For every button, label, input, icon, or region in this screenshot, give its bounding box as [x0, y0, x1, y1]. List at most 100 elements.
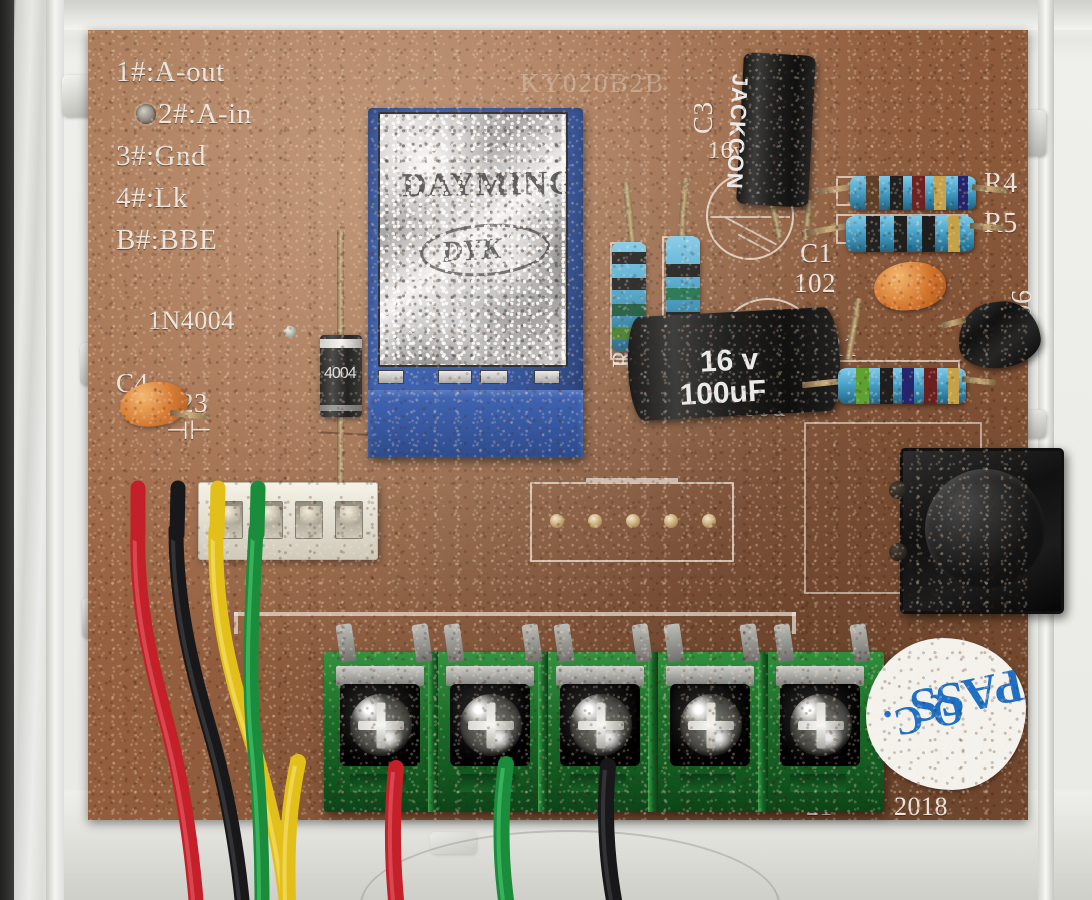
wire-black-harness [168, 522, 250, 900]
r5-band-4 [948, 216, 960, 252]
terminal-5-screw[interactable] [790, 694, 852, 756]
diode-lead-bottom [337, 412, 344, 502]
terminal-4[interactable] [658, 656, 762, 808]
solder-joint-near-relay [284, 326, 296, 338]
silk-board-marking: KY020B2B [520, 68, 666, 98]
r1-band-5 [948, 368, 959, 404]
jst-pin-4 [340, 506, 360, 524]
via-hole-pin2 [136, 104, 156, 124]
diode-cathode-band [320, 339, 362, 348]
r4-band-5 [958, 176, 968, 210]
silk-sticker-date-right: 2018 [894, 792, 948, 821]
resistor-r4 [850, 176, 976, 210]
r2-band-2 [666, 288, 700, 300]
terminal-2-screw[interactable] [460, 694, 522, 756]
terminal-1[interactable] [328, 656, 432, 808]
r3-band-2 [612, 278, 646, 290]
terminal-3-screw[interactable] [570, 694, 632, 756]
buzzer-pin-top [889, 481, 907, 499]
wire-green-harness-hl [245, 533, 261, 900]
terminal-3-well [560, 684, 640, 766]
buzzer-dome [925, 469, 1045, 589]
enclosure-top-shade [62, 0, 1092, 30]
silk-c3-hatch-1 [710, 216, 790, 218]
silk-pin-2-label: 2#:A-in [158, 98, 252, 130]
terminal-3-plate [556, 666, 644, 686]
buzzer-pin-bottom [889, 543, 907, 561]
printed-circuit-board: 1#:A-out 2#:A-in 3#:Gnd 4#:Lk B#:BBE KY0… [88, 30, 1064, 821]
wire-yellow-terminal-hl [282, 765, 297, 900]
relay-pin-4 [534, 370, 560, 384]
terminal-1-screw[interactable] [350, 694, 412, 756]
wire-red-harness-hl [132, 533, 195, 900]
relay-pin-1 [378, 370, 404, 384]
enclosure-left-dark-edge [0, 0, 14, 900]
terminal-2-well [450, 684, 530, 766]
silk-footprint-header-5pin [530, 482, 734, 562]
wire-red-harness [130, 522, 204, 900]
r4-band-3 [912, 176, 925, 210]
wire-black-stub [169, 480, 186, 542]
wire-black-terminal-hl [601, 769, 613, 900]
r3-band-1 [612, 252, 646, 264]
r4-band-4 [934, 176, 946, 210]
terminal-4-well [670, 684, 750, 766]
terminal-1-plate [336, 666, 424, 686]
terminal-4-plate [666, 666, 754, 686]
silk-header-notch [586, 478, 678, 482]
terminal-divider-4 [758, 652, 768, 812]
silk-pin-1-label: 1#:A-out [116, 56, 225, 88]
terminal-5-plate [776, 666, 864, 686]
terminal-5-well [780, 684, 860, 766]
r1-band-4 [924, 368, 937, 404]
wire-red-terminal [385, 760, 404, 900]
header-pad-5 [702, 514, 716, 528]
relay-pin-2 [438, 370, 472, 384]
terminal-divider-2 [538, 652, 548, 812]
jst-slot-4 [335, 501, 363, 539]
terminal-5[interactable] [768, 656, 872, 808]
terminal-1-well [340, 684, 420, 766]
r5-band-1 [866, 216, 880, 252]
wire-black-terminal [598, 758, 622, 900]
wire-yellow-terminal [279, 754, 306, 900]
r5-band-2 [894, 216, 907, 252]
wire-green-terminal [493, 756, 514, 900]
relay-pin-row [376, 370, 572, 386]
wire-green-stub [249, 480, 266, 542]
qc-pass-sticker: Q.C. PASS [866, 638, 1026, 790]
terminal-divider-3 [648, 652, 658, 812]
relay-body-lower [368, 390, 583, 458]
r4-band-1 [866, 176, 879, 210]
r1-band-2 [880, 368, 893, 404]
buzzer-component [889, 448, 1064, 614]
screw-terminal-block [324, 623, 884, 812]
header-pad-2 [588, 514, 602, 528]
wire-black-harness-hl [171, 533, 241, 900]
diode-marking: 4004 [324, 365, 357, 382]
terminal-5-opening [790, 774, 846, 792]
enclosure-rail-left [46, 0, 64, 900]
terminal-divider-1 [428, 652, 438, 812]
silk-pin-3-label: 3#:Gnd [116, 140, 206, 172]
terminal-4-opening [680, 774, 736, 792]
jst-pin-3 [300, 506, 320, 524]
jst-slot-3 [295, 501, 323, 539]
diode-body-band-bottom [320, 405, 362, 411]
wire-yellow-harness-hl [210, 533, 285, 900]
silk-pin-b-label: B#:BBE [116, 224, 218, 256]
wire-green-harness [243, 522, 270, 900]
silk-c1: C1 [800, 238, 833, 268]
wire-green-terminal-hl [496, 767, 505, 900]
diode-lead-top [337, 230, 344, 342]
r4-band-2 [890, 176, 903, 210]
resistor-r1 [838, 368, 966, 404]
wire-yellow-stub [209, 480, 226, 542]
silk-r4: R4 [984, 168, 1018, 199]
header-pad-1 [550, 514, 564, 528]
terminal-4-screw[interactable] [680, 694, 742, 756]
silk-terminal-outline-right [792, 612, 796, 634]
